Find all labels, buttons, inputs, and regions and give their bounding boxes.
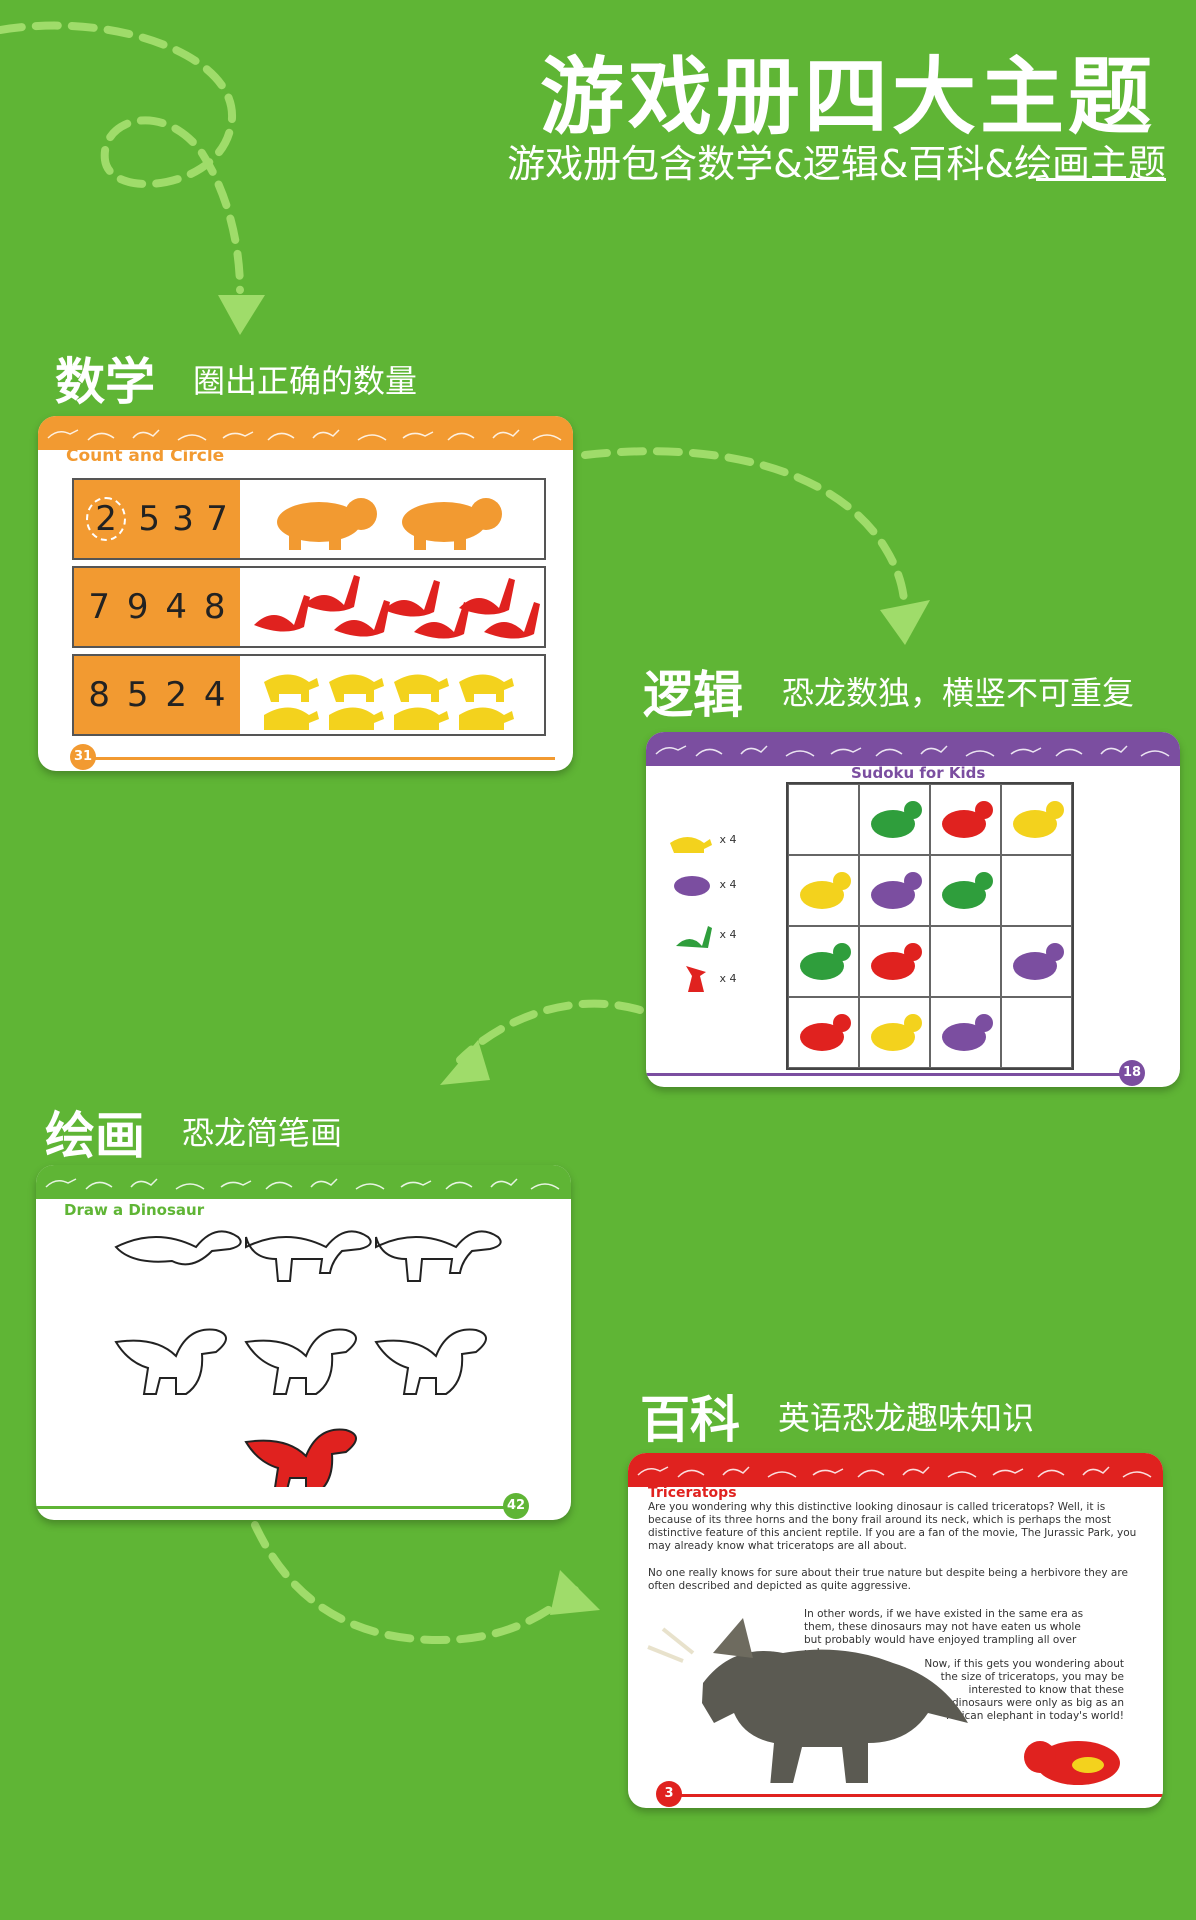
red-brontosaurus-group: [254, 575, 540, 639]
article-paragraph-3: In other words, if we have existed in th…: [804, 1608, 1084, 1659]
yellow-tyrannosaurus-group: [264, 674, 514, 730]
drawing-card: Draw a Dinosaur 42: [36, 1165, 571, 1520]
legend-label: x 4: [719, 972, 737, 985]
dinosaur-piece-icon: [800, 872, 851, 909]
sudoku-cell[interactable]: [1001, 997, 1072, 1068]
dinosaur-piece-icon: [800, 1014, 851, 1051]
page-number: 31: [70, 744, 96, 770]
encyclopedia-heading: 百科: [640, 1391, 740, 1449]
encyclopedia-card: Triceratops Are you wondering why this d…: [628, 1453, 1163, 1808]
sudoku-cell[interactable]: [859, 784, 930, 855]
encyclopedia-card-title: Triceratops: [648, 1485, 737, 1501]
math-row-2: 7 9 4 8: [72, 566, 546, 648]
drawing-band: [36, 1165, 571, 1199]
math-row-1: 2 5 3 7: [72, 478, 546, 560]
dinosaur-piece-icon: [800, 943, 851, 980]
dinosaur-piece-icon: [942, 801, 993, 838]
dinosaur-piece-icon: [871, 943, 922, 980]
sudoku-cell[interactable]: [859, 855, 930, 926]
drawing-card-title: Draw a Dinosaur: [64, 1201, 205, 1219]
arrow-head: [218, 295, 265, 335]
legend-yellow: x 4: [666, 827, 737, 853]
page-number: 3: [656, 1781, 682, 1807]
legend-label: x 4: [719, 878, 737, 891]
sudoku-grid: [786, 782, 1074, 1070]
logic-heading: 逻辑: [643, 666, 743, 724]
sudoku-cell[interactable]: [788, 926, 859, 997]
legend-green: x 4: [672, 920, 737, 950]
drawing-heading: 绘画: [45, 1107, 145, 1165]
sudoku-cell[interactable]: [788, 855, 859, 926]
article-paragraph-4: Now, if this gets you wondering about th…: [924, 1658, 1124, 1722]
logic-card: Sudoku for Kids x 4 x 4 x 4 x 4 18: [646, 732, 1180, 1087]
triceratops-illustration: [647, 1618, 968, 1783]
article-paragraph-2: No one really knows for sure about their…: [648, 1567, 1128, 1592]
sudoku-cell[interactable]: [859, 926, 930, 997]
article-paragraph-1: Are you wondering why this distinctive l…: [648, 1501, 1137, 1552]
dinosaur-piece-icon: [871, 801, 922, 838]
orange-triceratops-group: [277, 498, 502, 550]
dinosaur-drawing-steps: [114, 1230, 502, 1487]
dinosaur-piece-icon: [871, 1014, 922, 1051]
math-row-3: 8 5 2 4: [72, 654, 546, 736]
math-card-title: Count and Circle: [66, 446, 225, 466]
footer-line: [678, 1794, 1163, 1797]
drawing-desc: 恐龙简笔画: [182, 1114, 343, 1152]
number-option[interactable]: 7: [88, 587, 111, 627]
sudoku-cell[interactable]: [1001, 926, 1072, 997]
footer-line: [646, 1073, 1120, 1076]
sudoku-cell[interactable]: [930, 855, 1001, 926]
number-option[interactable]: 2: [86, 497, 127, 541]
subtitle-underline: [1036, 178, 1166, 181]
dinosaur-piece-icon: [942, 1014, 993, 1051]
logic-card-title: Sudoku for Kids: [851, 764, 986, 782]
number-option[interactable]: 4: [165, 587, 188, 627]
sudoku-cell[interactable]: [788, 784, 859, 855]
number-option[interactable]: 4: [203, 675, 226, 715]
number-option[interactable]: 7: [206, 499, 228, 539]
legend-red: x 4: [680, 964, 737, 994]
number-options: 2 5 3 7: [74, 480, 240, 558]
sudoku-cell[interactable]: [930, 784, 1001, 855]
legend-label: x 4: [719, 928, 737, 941]
sudoku-cell[interactable]: [930, 997, 1001, 1068]
number-option[interactable]: 8: [203, 587, 226, 627]
dinosaur-piece-icon: [942, 872, 993, 909]
sudoku-cell[interactable]: [788, 997, 859, 1068]
page-title: 游戏册四大主题: [539, 48, 1156, 146]
encyclopedia-desc: 英语恐龙趣味知识: [778, 1399, 1035, 1437]
dinosaur-piece-icon: [1013, 943, 1064, 980]
number-option[interactable]: 8: [88, 675, 111, 715]
red-triceratops-icon: [1024, 1741, 1120, 1785]
sudoku-cell[interactable]: [1001, 855, 1072, 926]
math-desc: 圈出正确的数量: [193, 362, 418, 400]
number-option[interactable]: 5: [138, 499, 161, 539]
logic-band: [646, 732, 1180, 766]
red-dinosaur-icon: [244, 1428, 357, 1487]
legend-purple: x 4: [672, 872, 737, 898]
math-card: Count and Circle 2 5 3 7 7 9 4 8: [38, 416, 573, 771]
dinosaur-piece-icon: [1013, 801, 1064, 838]
legend-label: x 4: [719, 833, 737, 846]
number-option[interactable]: 3: [172, 499, 194, 539]
sudoku-cell[interactable]: [1001, 784, 1072, 855]
page-number: 18: [1119, 1060, 1145, 1086]
footer-line: [94, 757, 555, 760]
math-heading: 数学: [55, 353, 155, 411]
encyclopedia-band: [628, 1453, 1163, 1487]
number-option[interactable]: 9: [126, 587, 149, 627]
logic-desc: 恐龙数独，横竖不可重复: [782, 674, 1135, 712]
number-options: 8 5 2 4: [74, 656, 240, 734]
number-options: 7 9 4 8: [74, 568, 240, 646]
dinosaur-piece-icon: [871, 872, 922, 909]
math-band: [38, 416, 573, 450]
number-option[interactable]: 5: [126, 675, 149, 715]
number-option[interactable]: 2: [165, 675, 188, 715]
sudoku-cell[interactable]: [859, 997, 930, 1068]
page-number: 42: [503, 1493, 529, 1519]
sudoku-cell[interactable]: [930, 926, 1001, 997]
footer-line: [36, 1506, 511, 1509]
